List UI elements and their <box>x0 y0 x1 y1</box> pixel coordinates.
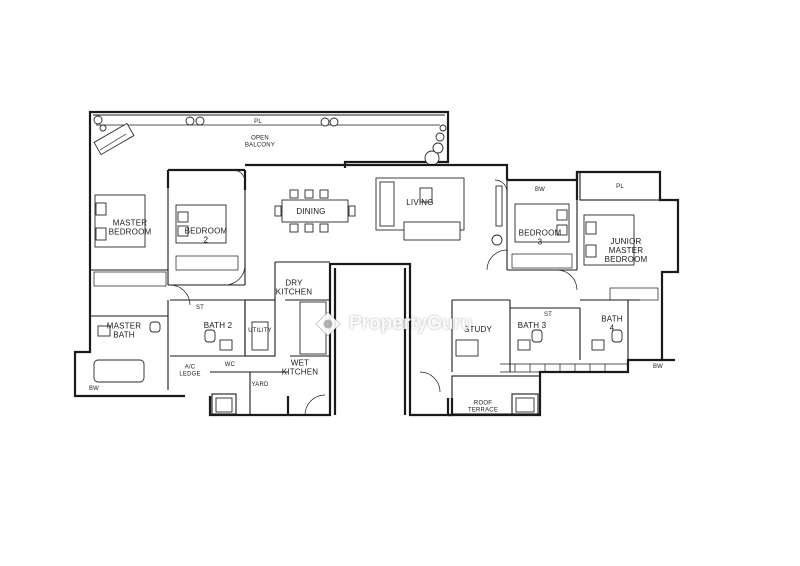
open-balcony-area <box>88 110 450 170</box>
label-study: STUDY <box>464 325 493 334</box>
bed-2 <box>175 204 227 244</box>
label-bw-right: BW <box>653 364 663 370</box>
label-bath-3: BATH 3 <box>518 321 547 330</box>
plants-left <box>93 115 339 132</box>
label-pl-right: PL <box>616 184 624 190</box>
living-sofas <box>375 177 465 241</box>
label-utility: UTILITY <box>248 328 272 334</box>
bed-3 <box>514 203 570 243</box>
label-bath-2: BATH 2 <box>204 321 233 330</box>
label-bw-left: BW <box>89 386 99 392</box>
plants-right <box>424 124 447 166</box>
junior-master-bed <box>583 214 635 266</box>
stairs <box>500 363 628 373</box>
propertyguru-logo-icon <box>315 311 341 337</box>
lounge-chair <box>93 122 135 156</box>
outer-walls <box>73 163 680 417</box>
propertyguru-watermark: PropertyGuru <box>313 306 473 342</box>
label-yard: YARD <box>251 382 268 388</box>
label-pl: PL <box>254 119 262 125</box>
master-bed <box>94 194 146 248</box>
bathroom-fixtures <box>93 185 623 413</box>
door-swings <box>169 169 578 416</box>
propertyguru-brand-text: PropertyGuru <box>349 313 473 334</box>
label-bw-bedroom-3: BW <box>535 187 545 193</box>
dining-table <box>274 189 356 233</box>
label-living: LIVING <box>406 198 433 207</box>
interior-walls <box>90 171 661 415</box>
label-st-right: ST <box>544 312 552 318</box>
label-dining: DINING <box>296 207 325 216</box>
label-wc: WC <box>225 362 236 368</box>
label-st-left: ST <box>196 305 204 311</box>
